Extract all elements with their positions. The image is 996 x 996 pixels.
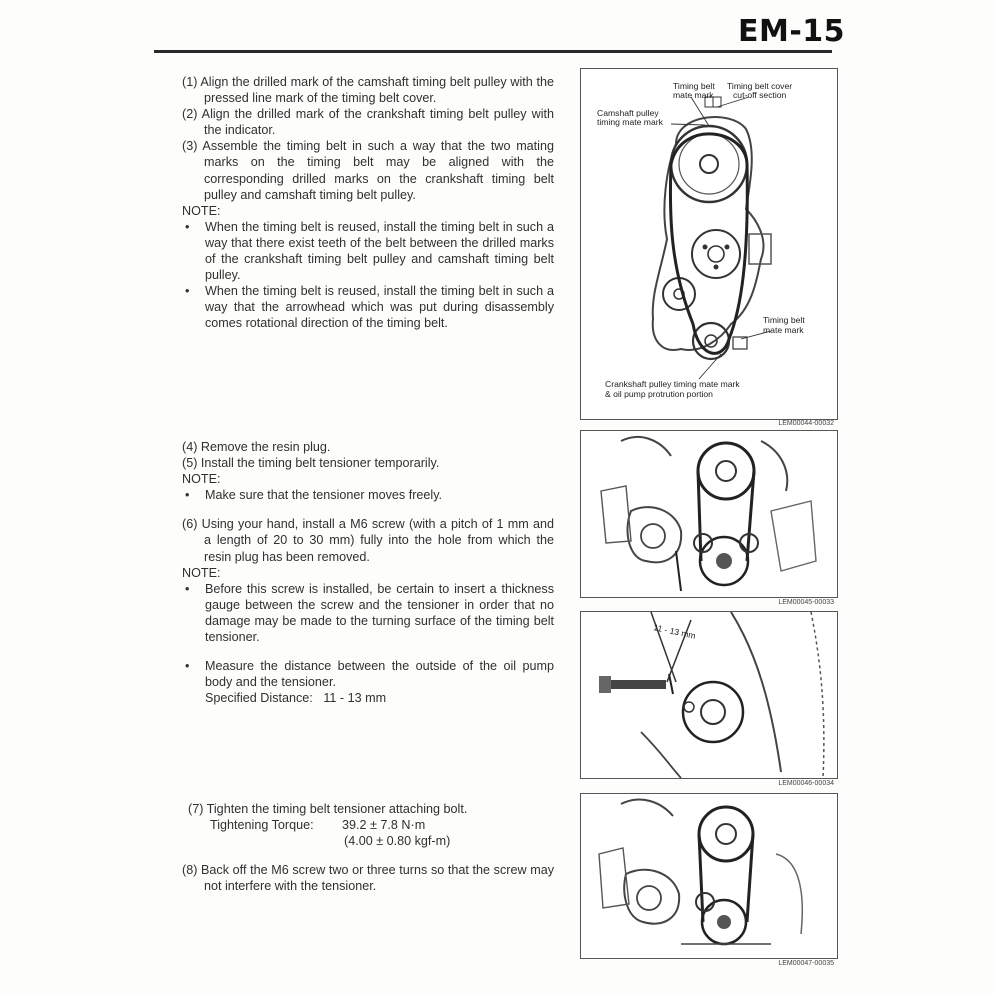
figure-code: LEM00045-00033 xyxy=(778,599,834,606)
step-1: (1) Align the drilled mark of the camsha… xyxy=(182,75,554,106)
figure-tensioner-distance: 11 - 13 mm xyxy=(580,611,838,779)
engine-belt-illustration xyxy=(600,436,817,592)
step-8: (8) Back off the M6 screw two or three t… xyxy=(182,863,554,894)
torque-value-2: (4.00 ± 0.80 kgf-m) xyxy=(344,834,451,849)
torque-label: Tightening Torque: xyxy=(210,818,314,833)
step-7: (7) Tighten the timing belt tensioner at… xyxy=(188,802,468,816)
note-bullet: •Before this screw is installed, be cert… xyxy=(185,581,554,645)
spec-label: Specified Distance: xyxy=(205,691,313,706)
svg-text:cut-off section: cut-off section xyxy=(733,90,787,100)
note-bullet: •When the timing belt is reused, install… xyxy=(185,284,554,331)
svg-text:timing mate mark: timing mate mark xyxy=(597,117,664,127)
label-belt-mate-mark-top: Timing belt xyxy=(673,81,715,91)
torque-value: 39.2 ± 7.8 N·m xyxy=(342,818,426,833)
label-crankshaft-mark: Crankshaft pulley timing mate mark xyxy=(605,379,740,389)
note-label: NOTE: xyxy=(182,565,221,580)
note-bullet: •When the timing belt is reused, install… xyxy=(185,219,554,283)
label-cover-cutoff: Timing belt cover xyxy=(727,81,792,91)
specified-distance: Specified Distance: 11 - 13 mm xyxy=(182,690,554,706)
section-3-text: (7) Tighten the timing belt tensioner at… xyxy=(182,801,554,894)
label-belt-mate-mark-right: Timing belt xyxy=(763,315,805,325)
note-bullet: •Measure the distance between the outsid… xyxy=(185,659,554,690)
step-5: (5) Install the timing belt tensioner te… xyxy=(182,456,440,471)
note-bullet: •Make sure that the tensioner moves free… xyxy=(185,488,443,503)
note-bullet-text: Make sure that the tensioner moves freel… xyxy=(205,488,443,503)
figure-code: LEM00044-00032 xyxy=(778,420,834,427)
note-bullet-text: When the timing belt is reused, install … xyxy=(205,284,554,331)
figure-code: LEM00046-00034 xyxy=(778,780,834,787)
note-bullet-text: Measure the distance between the outside… xyxy=(205,659,554,690)
engine-tensioner-illustration xyxy=(598,798,803,946)
header-rule xyxy=(154,50,832,53)
section-1-text: (1) Align the drilled mark of the camsha… xyxy=(182,74,554,332)
note-label: NOTE: xyxy=(182,203,221,218)
figure-timing-belt-marks: Timing belt mate mark Timing belt cover … xyxy=(580,68,838,420)
label-camshaft-mark: Camshaft pulley xyxy=(597,108,659,118)
dimension-label: 11 - 13 mm xyxy=(653,622,697,641)
note-bullet-text: When the timing belt is reused, install … xyxy=(205,219,554,283)
svg-text:& oil pump protrution portion: & oil pump protrution portion xyxy=(605,389,713,399)
page-code: EM-15 xyxy=(738,14,846,49)
tensioner-distance-diagram: 11 - 13 mm xyxy=(599,612,825,778)
step-3: (3) Assemble the timing belt in such a w… xyxy=(182,139,554,202)
note-bullet-text: Before this screw is installed, be certa… xyxy=(205,581,554,645)
step-6: (6) Using your hand, install a M6 screw … xyxy=(182,517,554,564)
spec-value: 11 - 13 mm xyxy=(323,691,387,706)
figure-code: LEM00047-00035 xyxy=(778,960,834,967)
figure-timing-belt-photo xyxy=(580,430,838,598)
step-4: (4) Remove the resin plug. xyxy=(182,440,331,454)
figure-tensioner-bolt xyxy=(580,793,838,959)
note-label: NOTE: xyxy=(182,472,221,487)
timing-belt-diagram: Timing belt mate mark Timing belt cover … xyxy=(597,81,805,399)
section-2-text: (4) Remove the resin plug. (5) Install t… xyxy=(182,439,554,706)
svg-text:mate mark: mate mark xyxy=(763,325,804,335)
step-2: (2) Align the drilled mark of the cranks… xyxy=(182,107,554,138)
svg-text:mate mark: mate mark xyxy=(673,90,714,100)
tightening-torque: Tightening Torque: 39.2 ± 7.8 N·m xyxy=(182,817,554,833)
